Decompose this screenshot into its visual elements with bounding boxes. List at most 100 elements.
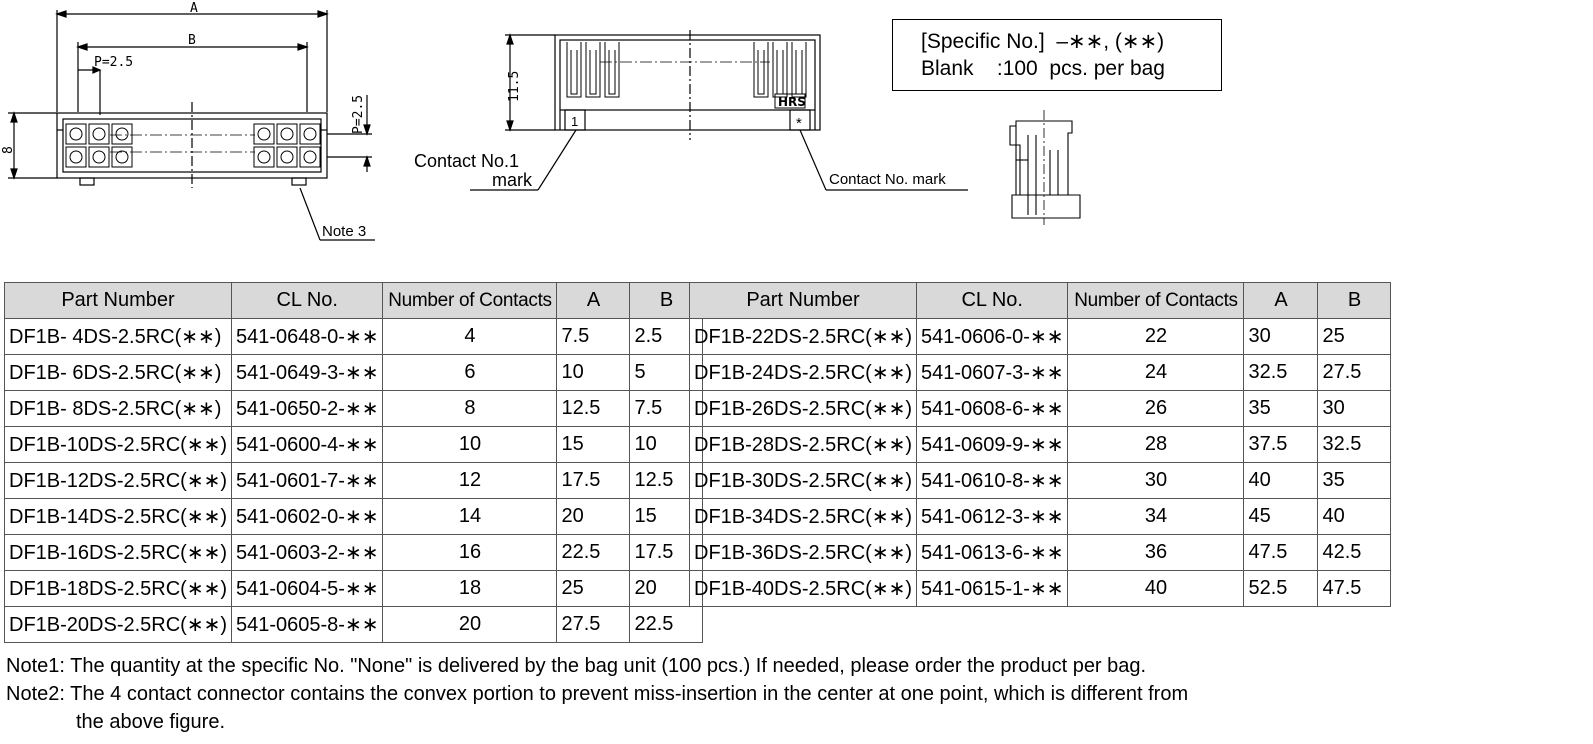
cell-part-number: DF1B-24DS-2.5RC(∗∗) (689, 354, 917, 391)
cell-a: 47.5 (1243, 534, 1319, 571)
cell-a: 20 (556, 498, 631, 535)
cell-contacts: 14 (382, 498, 558, 535)
contact-mark-label: Contact No. mark (829, 171, 946, 188)
cell-part-number: DF1B- 8DS-2.5RC(∗∗) (4, 390, 232, 427)
cell-contacts: 36 (1067, 534, 1245, 571)
cell-a: 22.5 (556, 534, 631, 571)
cell-a: 27.5 (556, 606, 631, 643)
cell-part-number: DF1B-12DS-2.5RC(∗∗) (4, 462, 232, 499)
pinstar-label: * (796, 115, 802, 132)
cell-part-number: DF1B-14DS-2.5RC(∗∗) (4, 498, 232, 535)
cell-contacts: 28 (1067, 426, 1245, 463)
cell-part-number: DF1B-36DS-2.5RC(∗∗) (689, 534, 917, 571)
top-view: A B P=2.5 (1, 1, 375, 241)
cell-part-number: DF1B-20DS-2.5RC(∗∗) (4, 606, 232, 643)
cell-cl-no: 541-0612-3-∗∗ (915, 498, 1069, 535)
cell-cl-no: 541-0648-0-∗∗ (230, 318, 384, 355)
cell-contacts: 20 (382, 606, 558, 643)
cell-contacts: 16 (382, 534, 558, 571)
cell-a: 15 (556, 426, 631, 463)
cell-cl-no: 541-0650-2-∗∗ (230, 390, 384, 427)
drawing-svg: A B P=2.5 (1, 1, 1081, 241)
contact1-line1: Contact No.1 (414, 151, 519, 171)
contact1-line2: mark (492, 170, 533, 190)
cell-part-number: DF1B- 4DS-2.5RC(∗∗) (4, 318, 232, 355)
cell-cl-no: 541-0605-8-∗∗ (230, 606, 384, 643)
cell-a: 10 (556, 354, 631, 391)
front-view: HRS 1 * 11.5 Contact No.1 mark Contact N… (414, 30, 968, 191)
cell-part-number: DF1B-28DS-2.5RC(∗∗) (689, 426, 917, 463)
dim-a-label: A (190, 1, 198, 16)
cell-cl-no: 541-0607-3-∗∗ (915, 354, 1069, 391)
cell-cl-no: 541-0604-5-∗∗ (230, 570, 384, 607)
cell-part-number: DF1B-30DS-2.5RC(∗∗) (689, 462, 917, 499)
cell-part-number: DF1B-16DS-2.5RC(∗∗) (4, 534, 232, 571)
height-115-label: 11.5 (507, 71, 522, 102)
cell-cl-no: 541-0606-0-∗∗ (915, 318, 1069, 355)
cell-b: 32.5 (1317, 426, 1392, 463)
cell-part-number: DF1B- 6DS-2.5RC(∗∗) (4, 354, 232, 391)
cell-a: 52.5 (1243, 570, 1319, 607)
hrs-logo: HRS (778, 95, 806, 109)
cell-contacts: 10 (382, 426, 558, 463)
cell-cl-no: 541-0610-8-∗∗ (915, 462, 1069, 499)
pitch-v-label: P=2.5 (351, 95, 366, 134)
cell-b: 47.5 (1317, 570, 1392, 607)
cell-part-number: DF1B-18DS-2.5RC(∗∗) (4, 570, 232, 607)
height-8-label: 8 (1, 146, 16, 154)
cell-a: 37.5 (1243, 426, 1319, 463)
notes: Note1: The quantity at the specific No. … (6, 652, 1566, 736)
cell-b: 42.5 (1317, 534, 1392, 571)
header-number-of-contacts: Number of Contacts (1067, 282, 1245, 319)
cell-cl-no: 541-0603-2-∗∗ (230, 534, 384, 571)
cell-b: 35 (1317, 462, 1392, 499)
cell-contacts: 12 (382, 462, 558, 499)
note-2: Note2: The 4 contact connector contains … (6, 683, 1189, 705)
cell-a: 35 (1243, 390, 1319, 427)
cell-cl-no: 541-0649-3-∗∗ (230, 354, 384, 391)
cell-b: 25 (1317, 318, 1392, 355)
cell-cl-no: 541-0608-6-∗∗ (915, 390, 1069, 427)
cell-a: 40 (1243, 462, 1319, 499)
pin1-label: 1 (571, 114, 578, 129)
cell-a: 25 (556, 570, 631, 607)
cell-b: 40 (1317, 498, 1392, 535)
header-part-number: Part Number (4, 282, 232, 319)
cell-contacts: 4 (382, 318, 558, 355)
cell-a: 17.5 (556, 462, 631, 499)
header-cl-no: CL No. (915, 282, 1069, 319)
cell-contacts: 30 (1067, 462, 1245, 499)
header-number-of-contacts: Number of Contacts (382, 282, 558, 319)
cell-cl-no: 541-0600-4-∗∗ (230, 426, 384, 463)
cell-a: 45 (1243, 498, 1319, 535)
cell-cl-no: 541-0615-1-∗∗ (915, 570, 1069, 607)
dim-b-label: B (188, 33, 196, 48)
cell-part-number: DF1B-26DS-2.5RC(∗∗) (689, 390, 917, 427)
specific-no-box: [Specific No.] –∗∗, (∗∗) Blank :100 pcs.… (892, 19, 1222, 91)
cell-contacts: 34 (1067, 498, 1245, 535)
cell-a: 12.5 (556, 390, 631, 427)
note3-label: Note 3 (322, 223, 366, 240)
header-a: A (1243, 282, 1319, 319)
cell-b: 30 (1317, 390, 1392, 427)
cell-contacts: 40 (1067, 570, 1245, 607)
header-a: A (556, 282, 631, 319)
cell-part-number: DF1B-22DS-2.5RC(∗∗) (689, 318, 917, 355)
cell-cl-no: 541-0602-0-∗∗ (230, 498, 384, 535)
